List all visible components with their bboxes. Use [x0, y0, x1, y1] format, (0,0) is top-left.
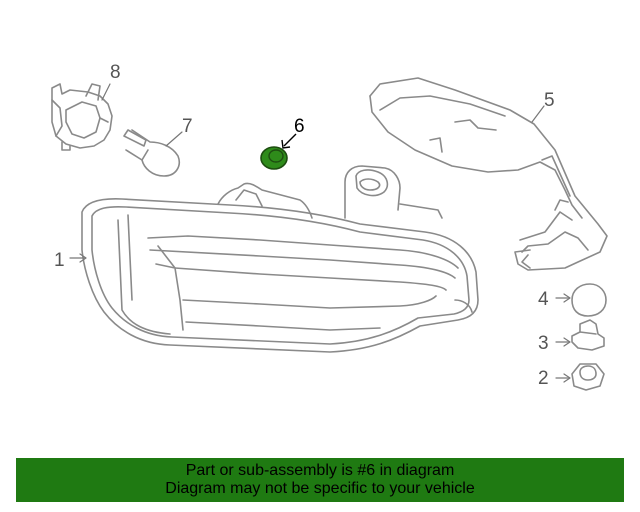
banner-line-part: Part or sub-assembly is #6 in diagram: [185, 462, 455, 479]
banner-line-disclaimer: Diagram may not be specific to your vehi…: [165, 480, 475, 497]
part-4-cap[interactable]: [571, 283, 607, 317]
callout-7: 7: [182, 116, 193, 137]
part-3-clip[interactable]: [571, 319, 605, 351]
part-5-bracket[interactable]: [369, 77, 608, 271]
part-6-grommet-highlighted[interactable]: [260, 133, 297, 170]
info-banner: Part or sub-assembly is #6 in diagram Di…: [16, 458, 624, 502]
part-2-nut[interactable]: [571, 363, 605, 391]
part-1-tail-lamp-assembly[interactable]: [81, 165, 479, 353]
callout-3: 3: [538, 333, 549, 354]
callout-6: 6: [294, 116, 305, 137]
leader-lines: [69, 83, 571, 383]
callout-1: 1: [54, 250, 65, 271]
callout-4: 4: [538, 289, 549, 310]
callout-2: 2: [538, 368, 549, 389]
callout-8: 8: [110, 62, 121, 83]
part-7-bulb[interactable]: [123, 129, 180, 177]
callout-5: 5: [544, 90, 555, 111]
part-8-bulb-socket[interactable]: [51, 83, 113, 151]
